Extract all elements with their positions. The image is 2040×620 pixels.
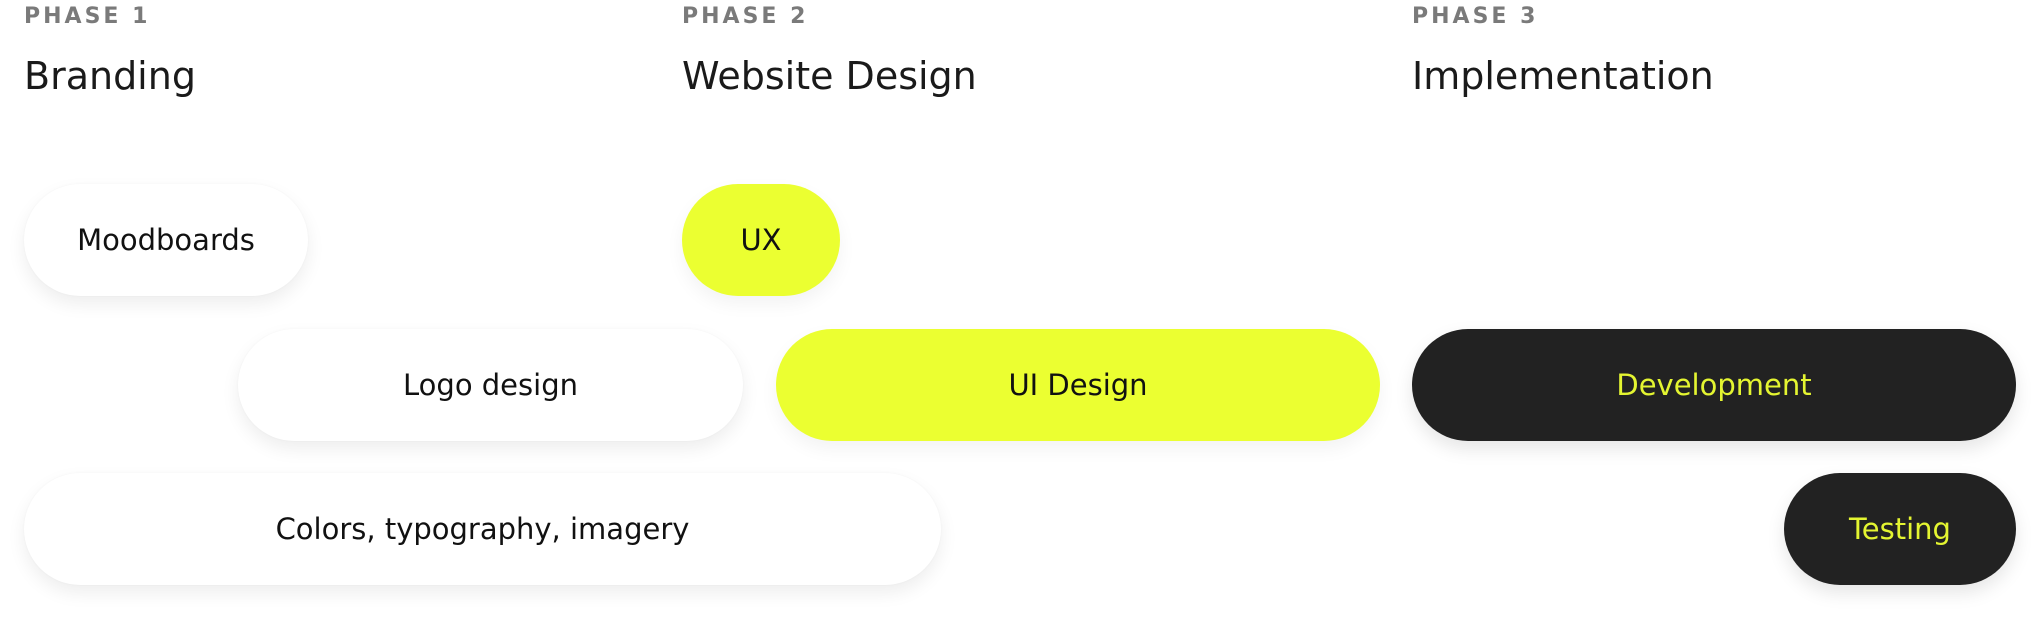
task-moodboards: Moodboards — [24, 184, 308, 296]
task-logo-design: Logo design — [238, 329, 743, 441]
task-testing: Testing — [1784, 473, 2016, 585]
task-ui-design: UI Design — [776, 329, 1380, 441]
task-ux: UX — [682, 184, 840, 296]
phase-3-title: Implementation — [1412, 54, 1714, 98]
phase-1-title: Branding — [24, 54, 196, 98]
task-colors-typography-imagery: Colors, typography, imagery — [24, 473, 941, 585]
phase-2-label: PHASE 2 — [682, 4, 809, 29]
task-development: Development — [1412, 329, 2016, 441]
phase-3-label: PHASE 3 — [1412, 4, 1539, 29]
phase-1-label: PHASE 1 — [24, 4, 151, 29]
phase-2-title: Website Design — [682, 54, 977, 98]
